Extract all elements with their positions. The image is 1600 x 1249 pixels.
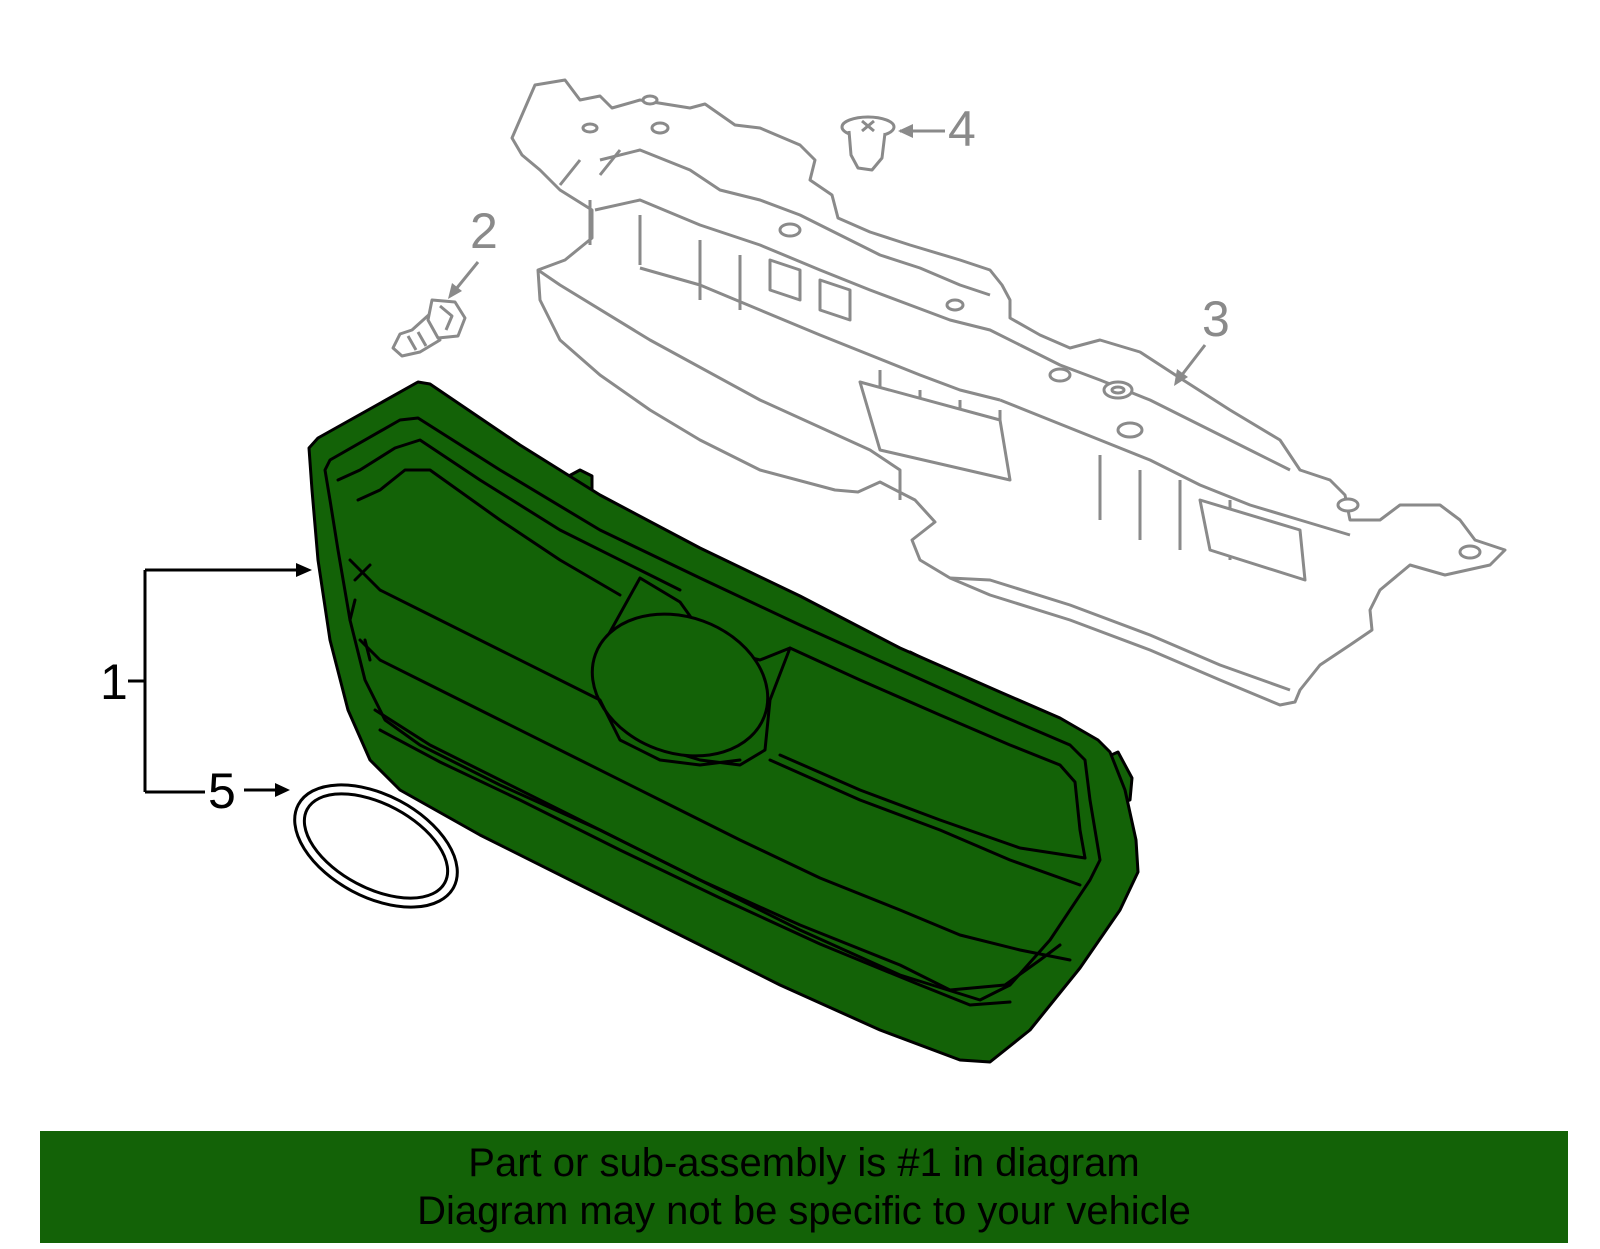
callout-3-label: 3 [1202,291,1230,347]
callout-4-arrowhead [898,124,913,138]
callout-5-arrowhead [275,783,290,797]
part-4-push-clip[interactable] [840,115,896,172]
part-1-grille-assembly[interactable] [307,380,1140,1064]
footer-banner: Part or sub-assembly is #1 in diagram Di… [40,1131,1568,1243]
callout-4-label: 4 [948,101,976,157]
footer-line-1: Part or sub-assembly is #1 in diagram [468,1141,1140,1185]
callout-2-label: 2 [470,203,498,259]
callout-3-arrowhead [1174,369,1188,386]
callout-2-arrowhead [448,283,462,299]
callout-1-bracket [128,568,298,794]
callout-1-label: 1 [100,654,128,710]
footer-line-2: Diagram may not be specific to your vehi… [417,1189,1191,1233]
callout-1-arrowhead [296,563,312,577]
part-2-bolt[interactable] [391,298,467,358]
part-5-emblem[interactable] [274,760,477,933]
callout-5-label: 5 [208,763,236,819]
part-3-support-bracket[interactable] [510,78,1507,707]
